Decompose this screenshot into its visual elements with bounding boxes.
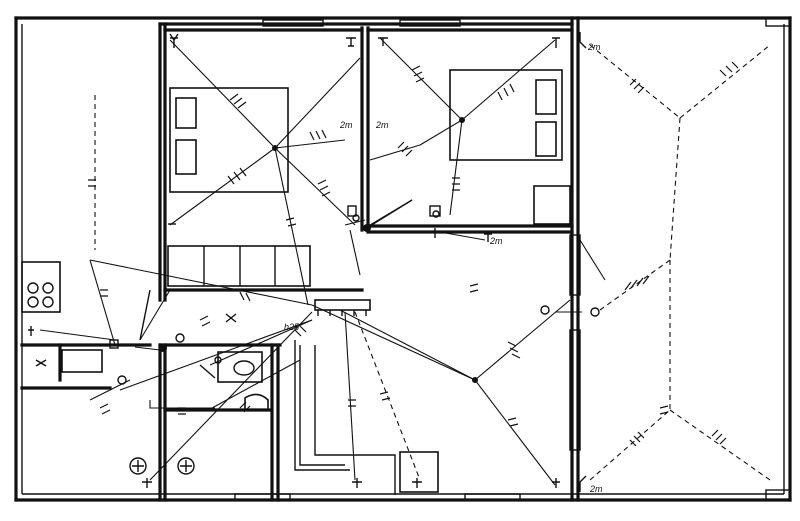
kitchen-cabinet: [61, 349, 103, 373]
washbasin: [244, 393, 269, 411]
distribution-board-icon: [314, 299, 371, 311]
ceiling-light-node: [472, 377, 478, 383]
fixtures: [28, 32, 600, 492]
stove-icon: [21, 261, 61, 313]
wire-ticks: [88, 61, 739, 447]
lamp-height-label: 2m: [587, 42, 601, 52]
junction-node: [363, 224, 371, 232]
door-swing: [369, 199, 413, 227]
lamp-icon: [28, 32, 587, 492]
lamp-height-label: 2m: [489, 236, 503, 246]
furniture: [21, 69, 571, 493]
bed-right: [449, 69, 563, 161]
lamp-height-label: 2m: [589, 484, 603, 494]
door-swing: [199, 364, 216, 379]
walls: [14, 16, 792, 502]
ceiling-light-node: [272, 145, 278, 151]
switch-icon: [109, 205, 600, 385]
wiring: [39, 37, 771, 486]
lamp-height-label: 2m: [375, 120, 389, 130]
ceiling-light-node: [459, 117, 465, 123]
door-swing: [139, 289, 151, 341]
height-label: h25: [284, 322, 300, 332]
labels: 2m 2m 2m 2m 2m h25: [284, 42, 603, 494]
bed-left: [169, 87, 289, 193]
toilet-icon: [217, 351, 263, 383]
tv-table: [399, 451, 439, 493]
lamp-height-label: 2m: [339, 120, 353, 130]
tv-icon: [129, 457, 195, 475]
wardrobe-left: [167, 245, 311, 287]
junction-node: [159, 344, 167, 352]
wardrobe-right: [533, 185, 571, 225]
